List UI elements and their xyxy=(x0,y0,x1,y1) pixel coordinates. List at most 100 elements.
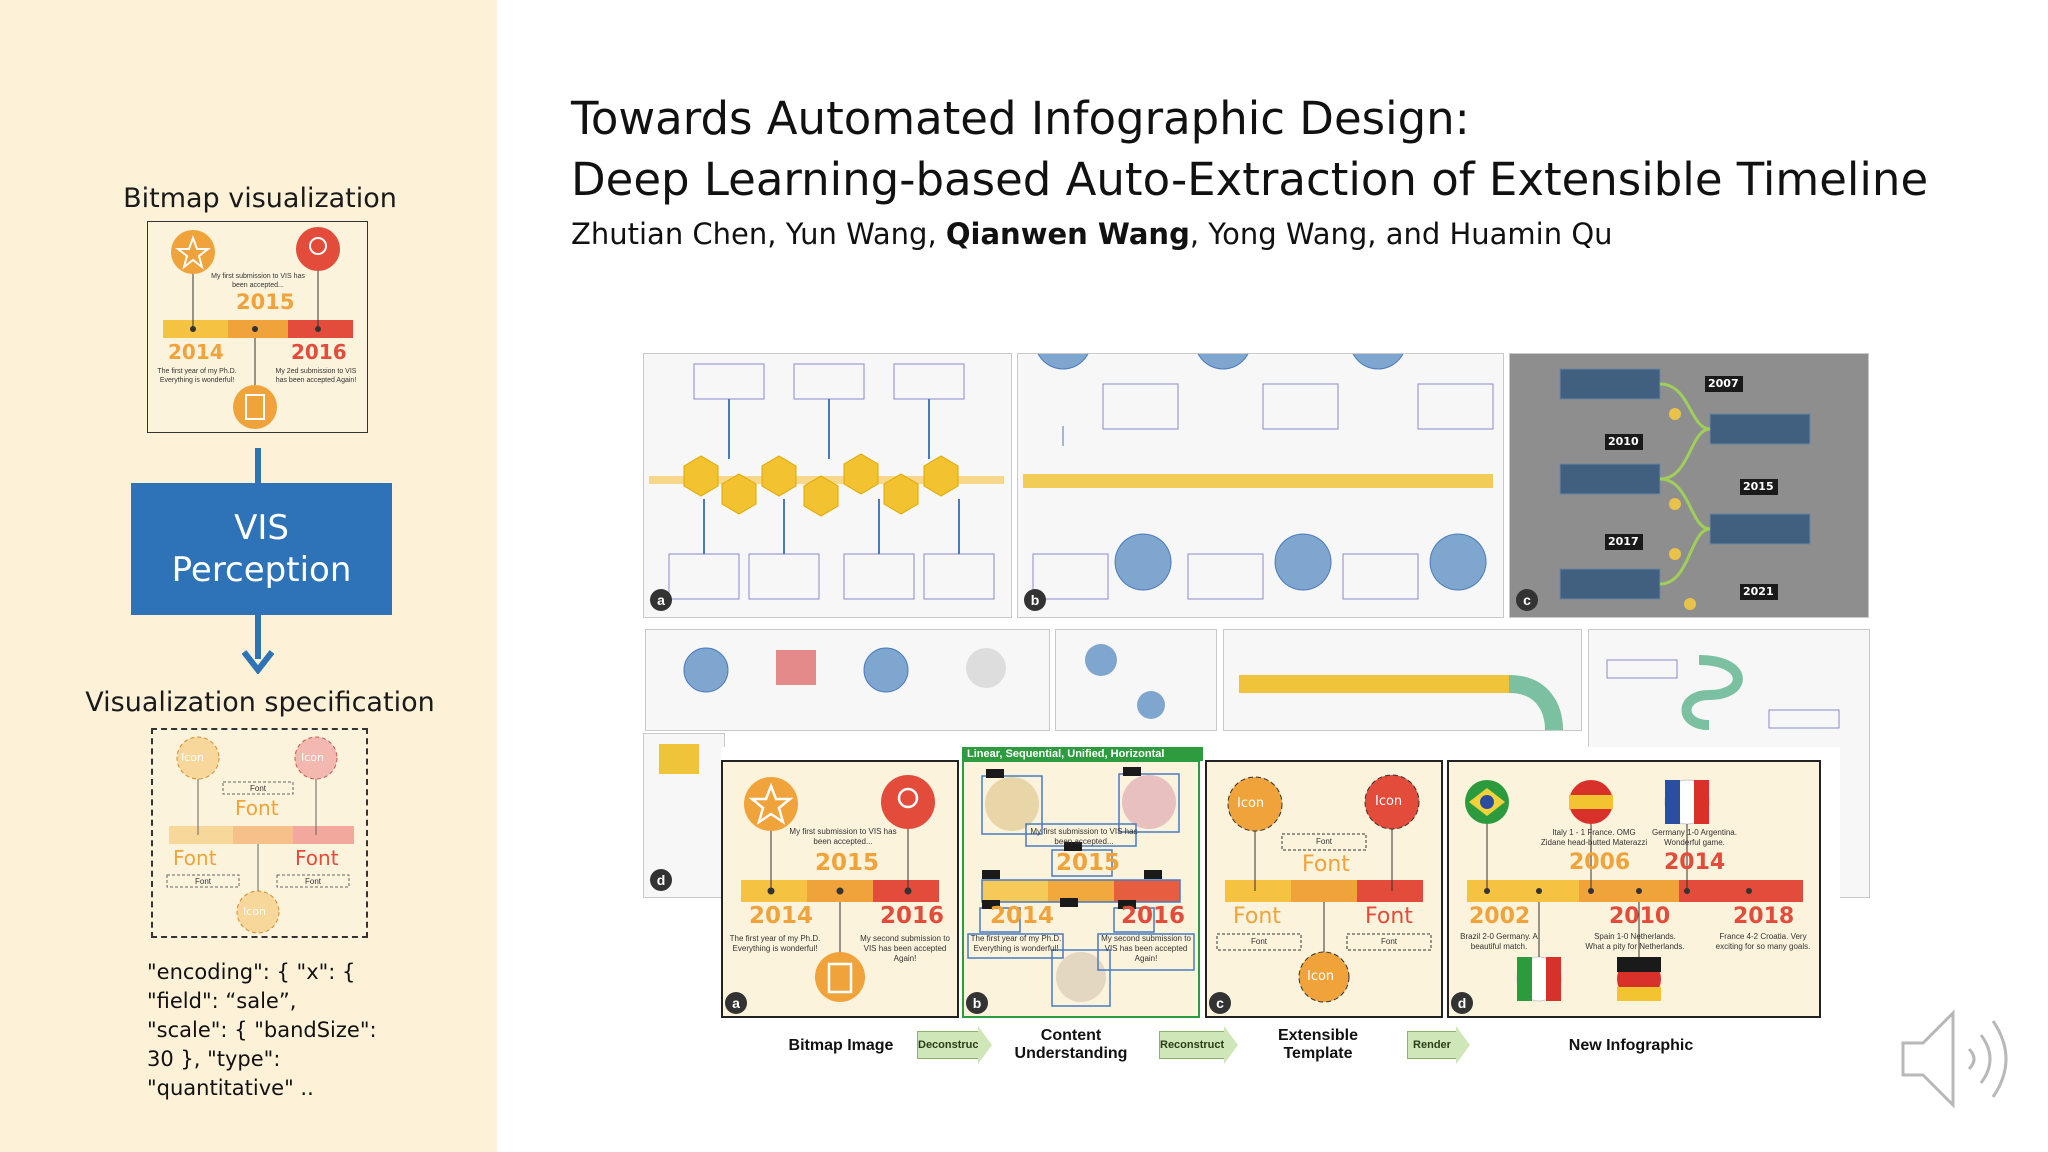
pipeline-label-c: c xyxy=(1209,992,1231,1014)
pipeline-box-d-graphic xyxy=(1465,779,1803,1002)
thumb-text-right: My 2ed submission to VIS has been accept… xyxy=(275,368,357,384)
spec-font-right: Font xyxy=(295,846,339,870)
spec-icon-left: Icon xyxy=(181,751,204,764)
box-a-text-center: My first submission to VIS has been acce… xyxy=(789,827,897,846)
authors-before: Zhutian Chen, Yun Wang, xyxy=(571,217,946,251)
box-b-text-center: My first submission to VIS has been acce… xyxy=(1030,827,1138,846)
panel-d-row1-graphic xyxy=(683,647,1006,693)
pipeline-box-c: Icon Icon Icon Font Font Font Font Font … xyxy=(1205,760,1443,1018)
box-d-year-2010: 2010 xyxy=(1609,904,1671,929)
sidebar: Bitmap visualization 2015 2014 2016 My f… xyxy=(0,0,497,1152)
authors-after: , Yong Wang, and Huamin Qu xyxy=(1189,217,1613,251)
flow-arrow-shaft xyxy=(255,615,261,659)
box-d-text-2006: Italy 1 - 1 France. OMG Zidane head-butt… xyxy=(1540,828,1648,847)
spec-icon-bottom: Icon xyxy=(243,905,266,918)
speaker-icon[interactable] xyxy=(1895,1005,2025,1113)
box-d-text-2014: Germany 1-0 Argentina. Wonderful game. xyxy=(1652,828,1737,847)
pipeline-banner: Linear, Sequential, Unified, Horizontal xyxy=(962,747,1203,761)
thumb-year-2015: 2015 xyxy=(236,290,295,314)
spec-font-small-right: Font xyxy=(304,877,321,886)
box-b-year-2014: 2014 xyxy=(990,903,1055,929)
panel-b-graphic xyxy=(1023,354,1494,600)
box-a-year-2014: 2014 xyxy=(749,903,814,929)
paper-title-line2: Deep Learning-based Auto-Extraction of E… xyxy=(571,153,1929,206)
panel-label-d: d xyxy=(650,869,672,891)
spec-thumbnail-graphic xyxy=(166,736,354,934)
box-d-year-2018: 2018 xyxy=(1733,904,1795,929)
dark-year-2010: 2010 xyxy=(1608,435,1639,448)
box-d-text-2018: France 4-2 Croatia. Very exciting for so… xyxy=(1715,932,1811,951)
pipeline-box-d: Italy 1 - 1 France. OMG Zidane head-butt… xyxy=(1447,760,1821,1018)
box-d-year-2002: 2002 xyxy=(1469,904,1531,929)
arrow-render: Render xyxy=(1407,1026,1470,1064)
box-b-text-right: My second submission to VIS has been acc… xyxy=(1101,934,1191,963)
figure-panel-d-left: d xyxy=(643,733,725,898)
bitmap-visualization-label: Bitmap visualization xyxy=(123,183,397,214)
stage-extensible-template: Extensible Template xyxy=(1277,1027,1359,1062)
panel-d-row4-graphic xyxy=(1606,655,1840,730)
spec-icon-right: Icon xyxy=(301,751,324,764)
thumb-text-left: The first year of my Ph.D. Everything is… xyxy=(157,368,237,384)
paper-authors: Zhutian Chen, Yun Wang, Qianwen Wang, Yo… xyxy=(571,217,1613,251)
box-c-icon-bottom: Icon xyxy=(1307,969,1335,984)
vis-perception-line1: VIS xyxy=(234,508,289,548)
dark-year-2021: 2021 xyxy=(1743,585,1774,598)
box-d-year-2014: 2014 xyxy=(1664,850,1726,875)
figure-panel-a: a xyxy=(643,353,1012,618)
box-a-year-2015: 2015 xyxy=(815,850,880,876)
dark-year-2015: 2015 xyxy=(1743,480,1774,493)
authors-highlight: Qianwen Wang xyxy=(945,217,1190,251)
pipeline-box-b: My first submission to VIS has been acce… xyxy=(962,760,1200,1018)
panel-d-left-graphic xyxy=(659,744,699,774)
stage-content-understanding: Content Understanding xyxy=(1014,1027,1128,1062)
panel-d-row3-graphic xyxy=(1239,675,1563,730)
vis-perception-box: VIS Perception xyxy=(131,483,392,615)
vis-perception-line2: Perception xyxy=(171,550,352,590)
pipeline-box-c-graphic xyxy=(1216,774,1432,1003)
dark-year-2017: 2017 xyxy=(1608,535,1639,548)
spec-font-small-center: Font xyxy=(249,784,266,793)
box-c-icon-left: Icon xyxy=(1237,796,1265,811)
pipeline-box-b-graphic xyxy=(967,767,1195,1007)
panel-d-row2-graphic xyxy=(1085,644,1165,719)
arrow-down-icon xyxy=(242,650,274,674)
box-d-text-2010: Spain 1-0 Netherlands. What a pity for N… xyxy=(1585,932,1685,951)
paper-title-line1: Towards Automated Infographic Design: xyxy=(571,92,1470,145)
box-d-text-2002: Brazil 2-0 Germany. A beautiful match. xyxy=(1460,932,1538,951)
figure-panel-d-row3 xyxy=(1223,629,1582,731)
box-c-font-center: Font xyxy=(1302,852,1350,877)
thumb-year-2016: 2016 xyxy=(291,340,347,364)
arrow-reconstruct: Reconstruct xyxy=(1159,1026,1238,1064)
figure-panel-d-row1 xyxy=(645,629,1050,731)
pipeline-label-b: b xyxy=(966,992,988,1014)
pipeline-label-a: a xyxy=(725,992,747,1014)
panel-label-b: b xyxy=(1024,589,1046,611)
box-a-text-right: My second submission to VIS has been acc… xyxy=(860,934,950,963)
figure-panel-d-row2 xyxy=(1055,629,1217,731)
dark-year-2007: 2007 xyxy=(1708,377,1739,390)
bitmap-thumbnail-graphic xyxy=(163,227,353,429)
box-c-font-small-right: Font xyxy=(1380,937,1397,946)
spec-code: "encoding": { "x": { "field": “sale”, "s… xyxy=(147,960,377,1100)
box-c-font-small-left: Font xyxy=(1250,937,1267,946)
box-c-font-right: Font xyxy=(1365,904,1413,929)
bitmap-thumbnail: 2015 2014 2016 My first submission to VI… xyxy=(147,221,368,433)
box-c-font-left: Font xyxy=(1233,904,1281,929)
box-b-year-2016: 2016 xyxy=(1121,903,1186,929)
figure-panel-b: b xyxy=(1017,353,1504,618)
box-a-text-left: The first year of my Ph.D. Everything is… xyxy=(729,934,821,953)
spec-thumbnail: Icon Icon Icon Font Font Font Font Font … xyxy=(151,728,368,938)
panel-a-graphic xyxy=(649,363,1004,600)
spec-font-left: Font xyxy=(173,846,217,870)
box-c-font-small-center: Font xyxy=(1315,837,1332,846)
stage-new-infographic: New Infographic xyxy=(1568,1037,1694,1054)
pipeline-box-a: My first submission to VIS has been acce… xyxy=(721,760,959,1018)
figure-panel-c: 2007 2010 2015 2017 2021 c xyxy=(1509,353,1869,618)
spec-font-small-left: Font xyxy=(194,877,211,886)
box-b-text-left: The first year of my Ph.D. Everything is… xyxy=(970,934,1062,953)
box-c-icon-right: Icon xyxy=(1375,794,1403,809)
visualization-specification-label: Visualization specification xyxy=(85,687,435,718)
spec-font-center: Font xyxy=(235,796,279,820)
arrow-deconstruct: Deconstruct xyxy=(917,1026,992,1064)
stage-bitmap-image: Bitmap Image xyxy=(788,1037,894,1054)
